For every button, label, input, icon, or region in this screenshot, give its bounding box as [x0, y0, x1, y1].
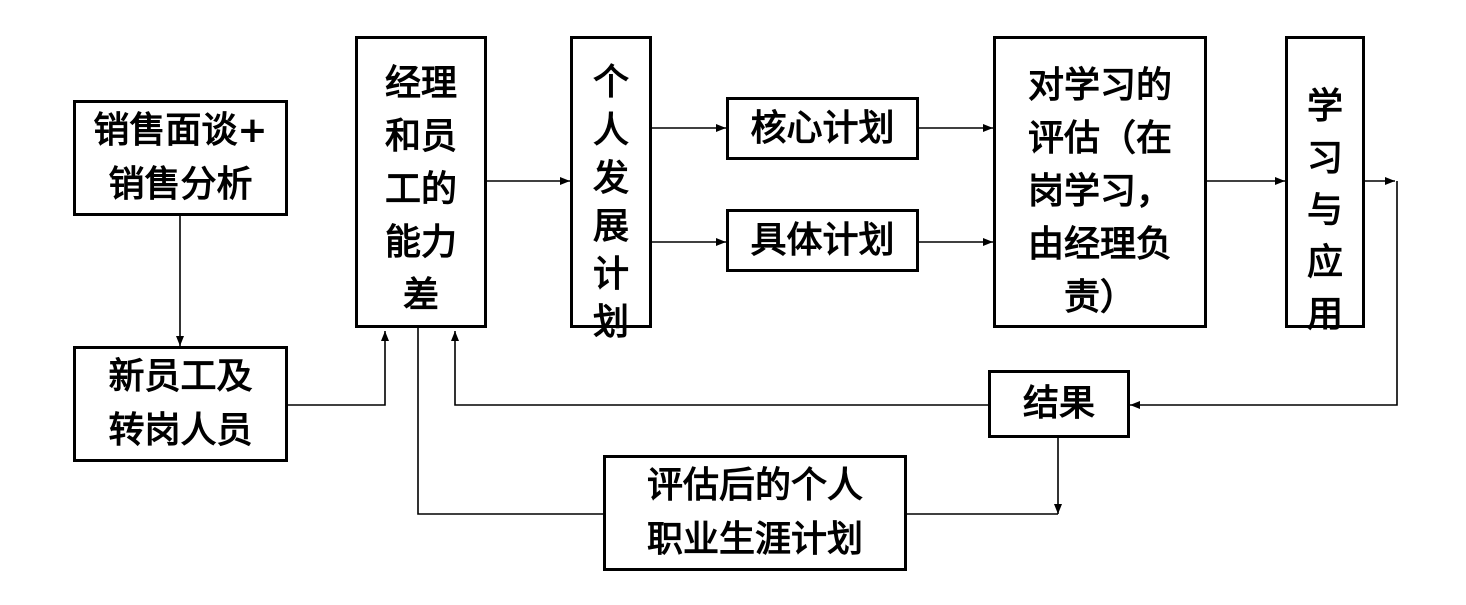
learn-and-apply-label: 学习与应用 [1306, 86, 1343, 335]
individual-development-plan-box: 个人发展计划 [570, 36, 652, 343]
new-staff-label: 新员工及 转岗人员 [108, 356, 253, 451]
core-plan-label: 核心计划 [750, 107, 895, 149]
ability-gap-label: 经理 和员 工的 能力 差 [384, 63, 457, 316]
learn-and-apply-box: 学习与应用 [1285, 36, 1365, 335]
arrow-feedback-to-result [1130, 181, 1398, 409]
sales-analysis-label: 销售面谈+ 销售分析 [93, 110, 268, 205]
ability-gap-box: 经理 和员 工的 能力 差 [355, 36, 487, 328]
arrow-newstaff-to-gap [288, 331, 389, 406]
result-label: 结果 [1022, 383, 1095, 424]
arrow-result-to-gap [451, 331, 988, 406]
individual-development-plan-label: 个人发展计划 [592, 62, 629, 343]
new-staff-box: 新员工及 转岗人员 [73, 346, 288, 462]
sales-analysis-box: 销售面谈+ 销售分析 [73, 100, 288, 216]
core-plan-box: 核心计划 [726, 97, 919, 160]
line-gap-to-career [417, 328, 603, 515]
career-plan-box: 评估后的个人 职业生涯计划 [603, 455, 907, 571]
learning-evaluation-box: 对学习的 评估（在 岗学习， 由经理负 责） [993, 36, 1207, 328]
specific-plan-box: 具体计划 [726, 209, 919, 272]
learning-evaluation-label: 对学习的 评估（在 岗学习， 由经理负 责） [1027, 65, 1172, 318]
specific-plan-label: 具体计划 [750, 219, 895, 261]
career-plan-label: 评估后的个人 职业生涯计划 [646, 465, 863, 560]
result-box: 结果 [988, 370, 1130, 438]
